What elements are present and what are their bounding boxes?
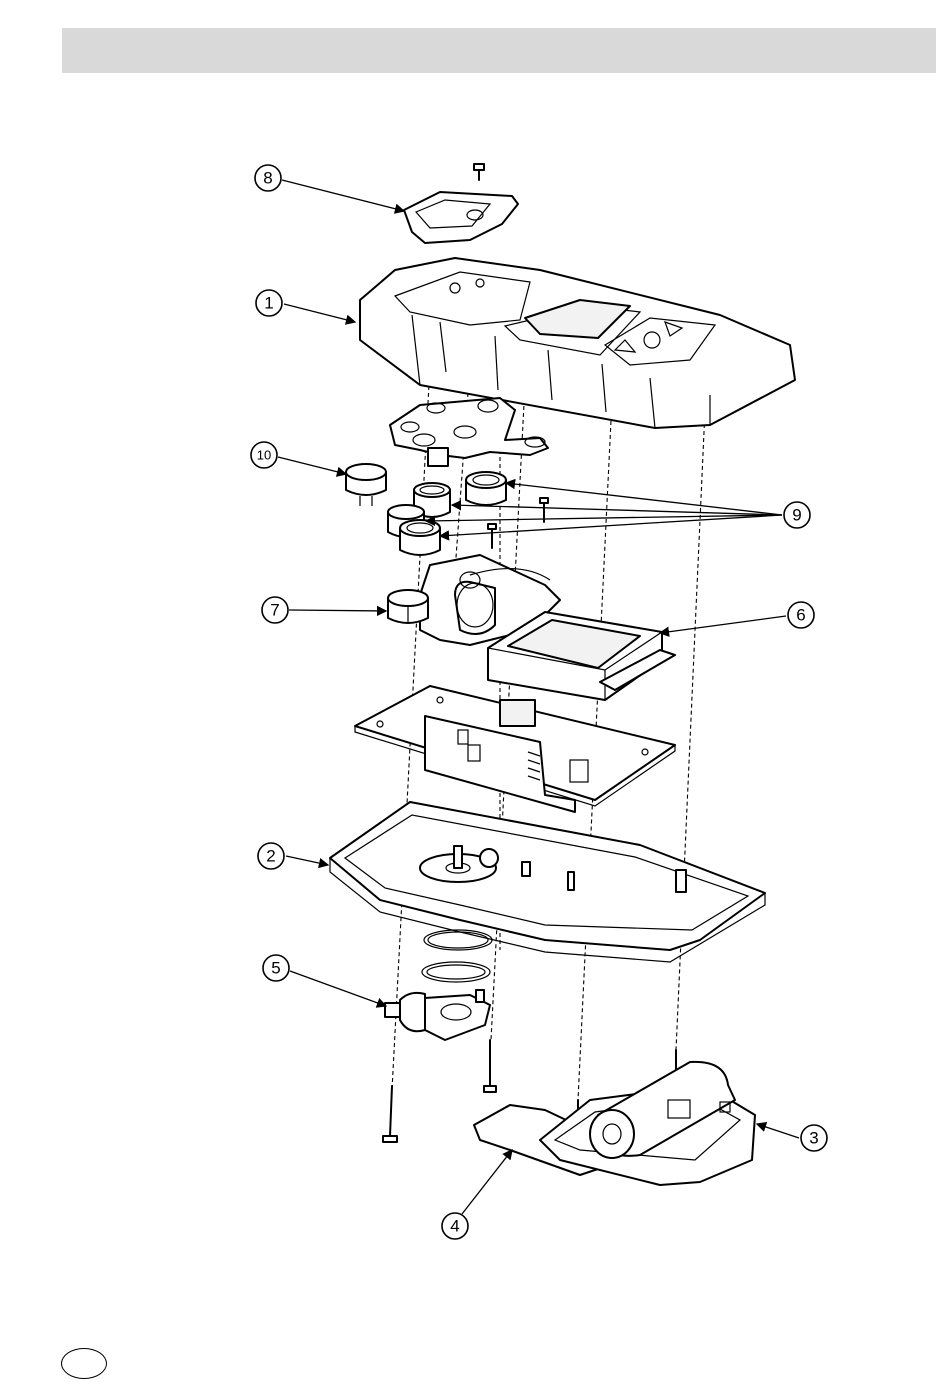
callout-2-label: 2 [266, 847, 275, 866]
callout-3: 3 [757, 1124, 827, 1151]
callout-1-label: 1 [264, 294, 273, 313]
part-2-bottom-housing [330, 802, 765, 962]
page-marker [61, 1348, 107, 1379]
part-5-pump [385, 990, 490, 1040]
part-7-sensor [388, 590, 428, 623]
callout-1: 1 [256, 290, 355, 322]
callout-4: 4 [442, 1150, 512, 1239]
callout-6-label: 6 [796, 606, 805, 625]
callout-9-label: 9 [792, 506, 801, 525]
part-8-cover-clip [404, 164, 518, 243]
callout-3-label: 3 [809, 1129, 818, 1148]
callout-8: 8 [255, 165, 404, 211]
callout-8-label: 8 [263, 169, 272, 188]
callout-10-label: 10 [257, 448, 271, 463]
callout-4-label: 4 [450, 1217, 459, 1236]
callout-7-label: 7 [270, 601, 279, 620]
callout-10: 10 [251, 442, 346, 474]
callout-7: 7 [262, 597, 386, 623]
callout-5-label: 5 [271, 959, 280, 978]
part-1-top-housing [360, 258, 795, 428]
part-10-sensor [346, 464, 386, 506]
callout-2: 2 [258, 843, 328, 869]
callout-6: 6 [660, 602, 814, 633]
callout-5: 5 [263, 955, 386, 1006]
main-pcb [355, 686, 675, 812]
o-rings [422, 930, 492, 982]
